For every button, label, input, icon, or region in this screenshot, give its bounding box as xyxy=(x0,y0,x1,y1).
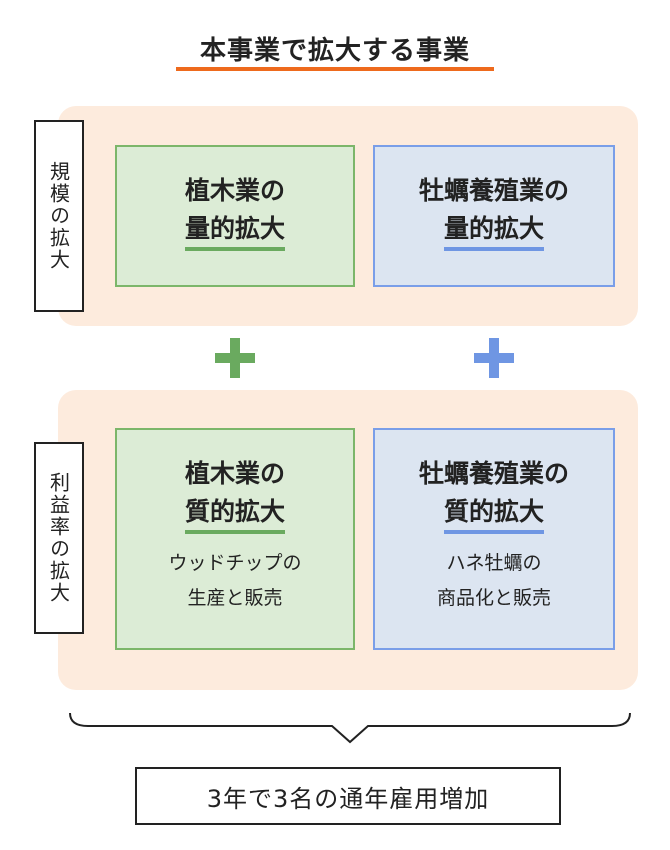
card-subheading: 量的拡大 xyxy=(443,213,544,251)
card-subheading: 量的拡大 xyxy=(184,213,285,251)
oyster-quantitative-card: 牡蠣養殖業の 量的拡大 xyxy=(373,145,615,287)
profit-side-label: 利益率の拡大 xyxy=(34,442,84,634)
plus-icon xyxy=(474,338,514,378)
scale-side-label: 規模の拡大 xyxy=(34,120,84,312)
card-description-line: 生産と販売 xyxy=(187,587,283,609)
plus-icon xyxy=(215,338,255,378)
gardening-quantitative-card: 植木業の 量的拡大 xyxy=(115,145,355,287)
card-description-line: 商品化と販売 xyxy=(436,587,551,609)
card-heading: 植木業の xyxy=(184,459,285,488)
title-underline xyxy=(176,67,494,71)
card-heading: 植木業の xyxy=(184,176,285,205)
result-box: 3年で3名の通年雇用増加 xyxy=(135,767,561,825)
card-subheading: 質的拡大 xyxy=(443,496,544,534)
diagram-title: 本事業で拡大する事業 xyxy=(199,36,470,66)
card-heading: 牡蠣養殖業の xyxy=(418,459,569,488)
card-subheading: 質的拡大 xyxy=(184,496,285,534)
card-description-line: ハネ牡蠣の xyxy=(446,552,542,574)
brace-connector xyxy=(69,712,631,744)
gardening-qualitative-card: 植木業の 質的拡大 ウッドチップの 生産と販売 xyxy=(115,428,355,650)
oyster-qualitative-card: 牡蠣養殖業の 質的拡大 ハネ牡蠣の 商品化と販売 xyxy=(373,428,615,650)
card-heading: 牡蠣養殖業の xyxy=(418,176,569,205)
card-description-line: ウッドチップの xyxy=(168,552,302,574)
